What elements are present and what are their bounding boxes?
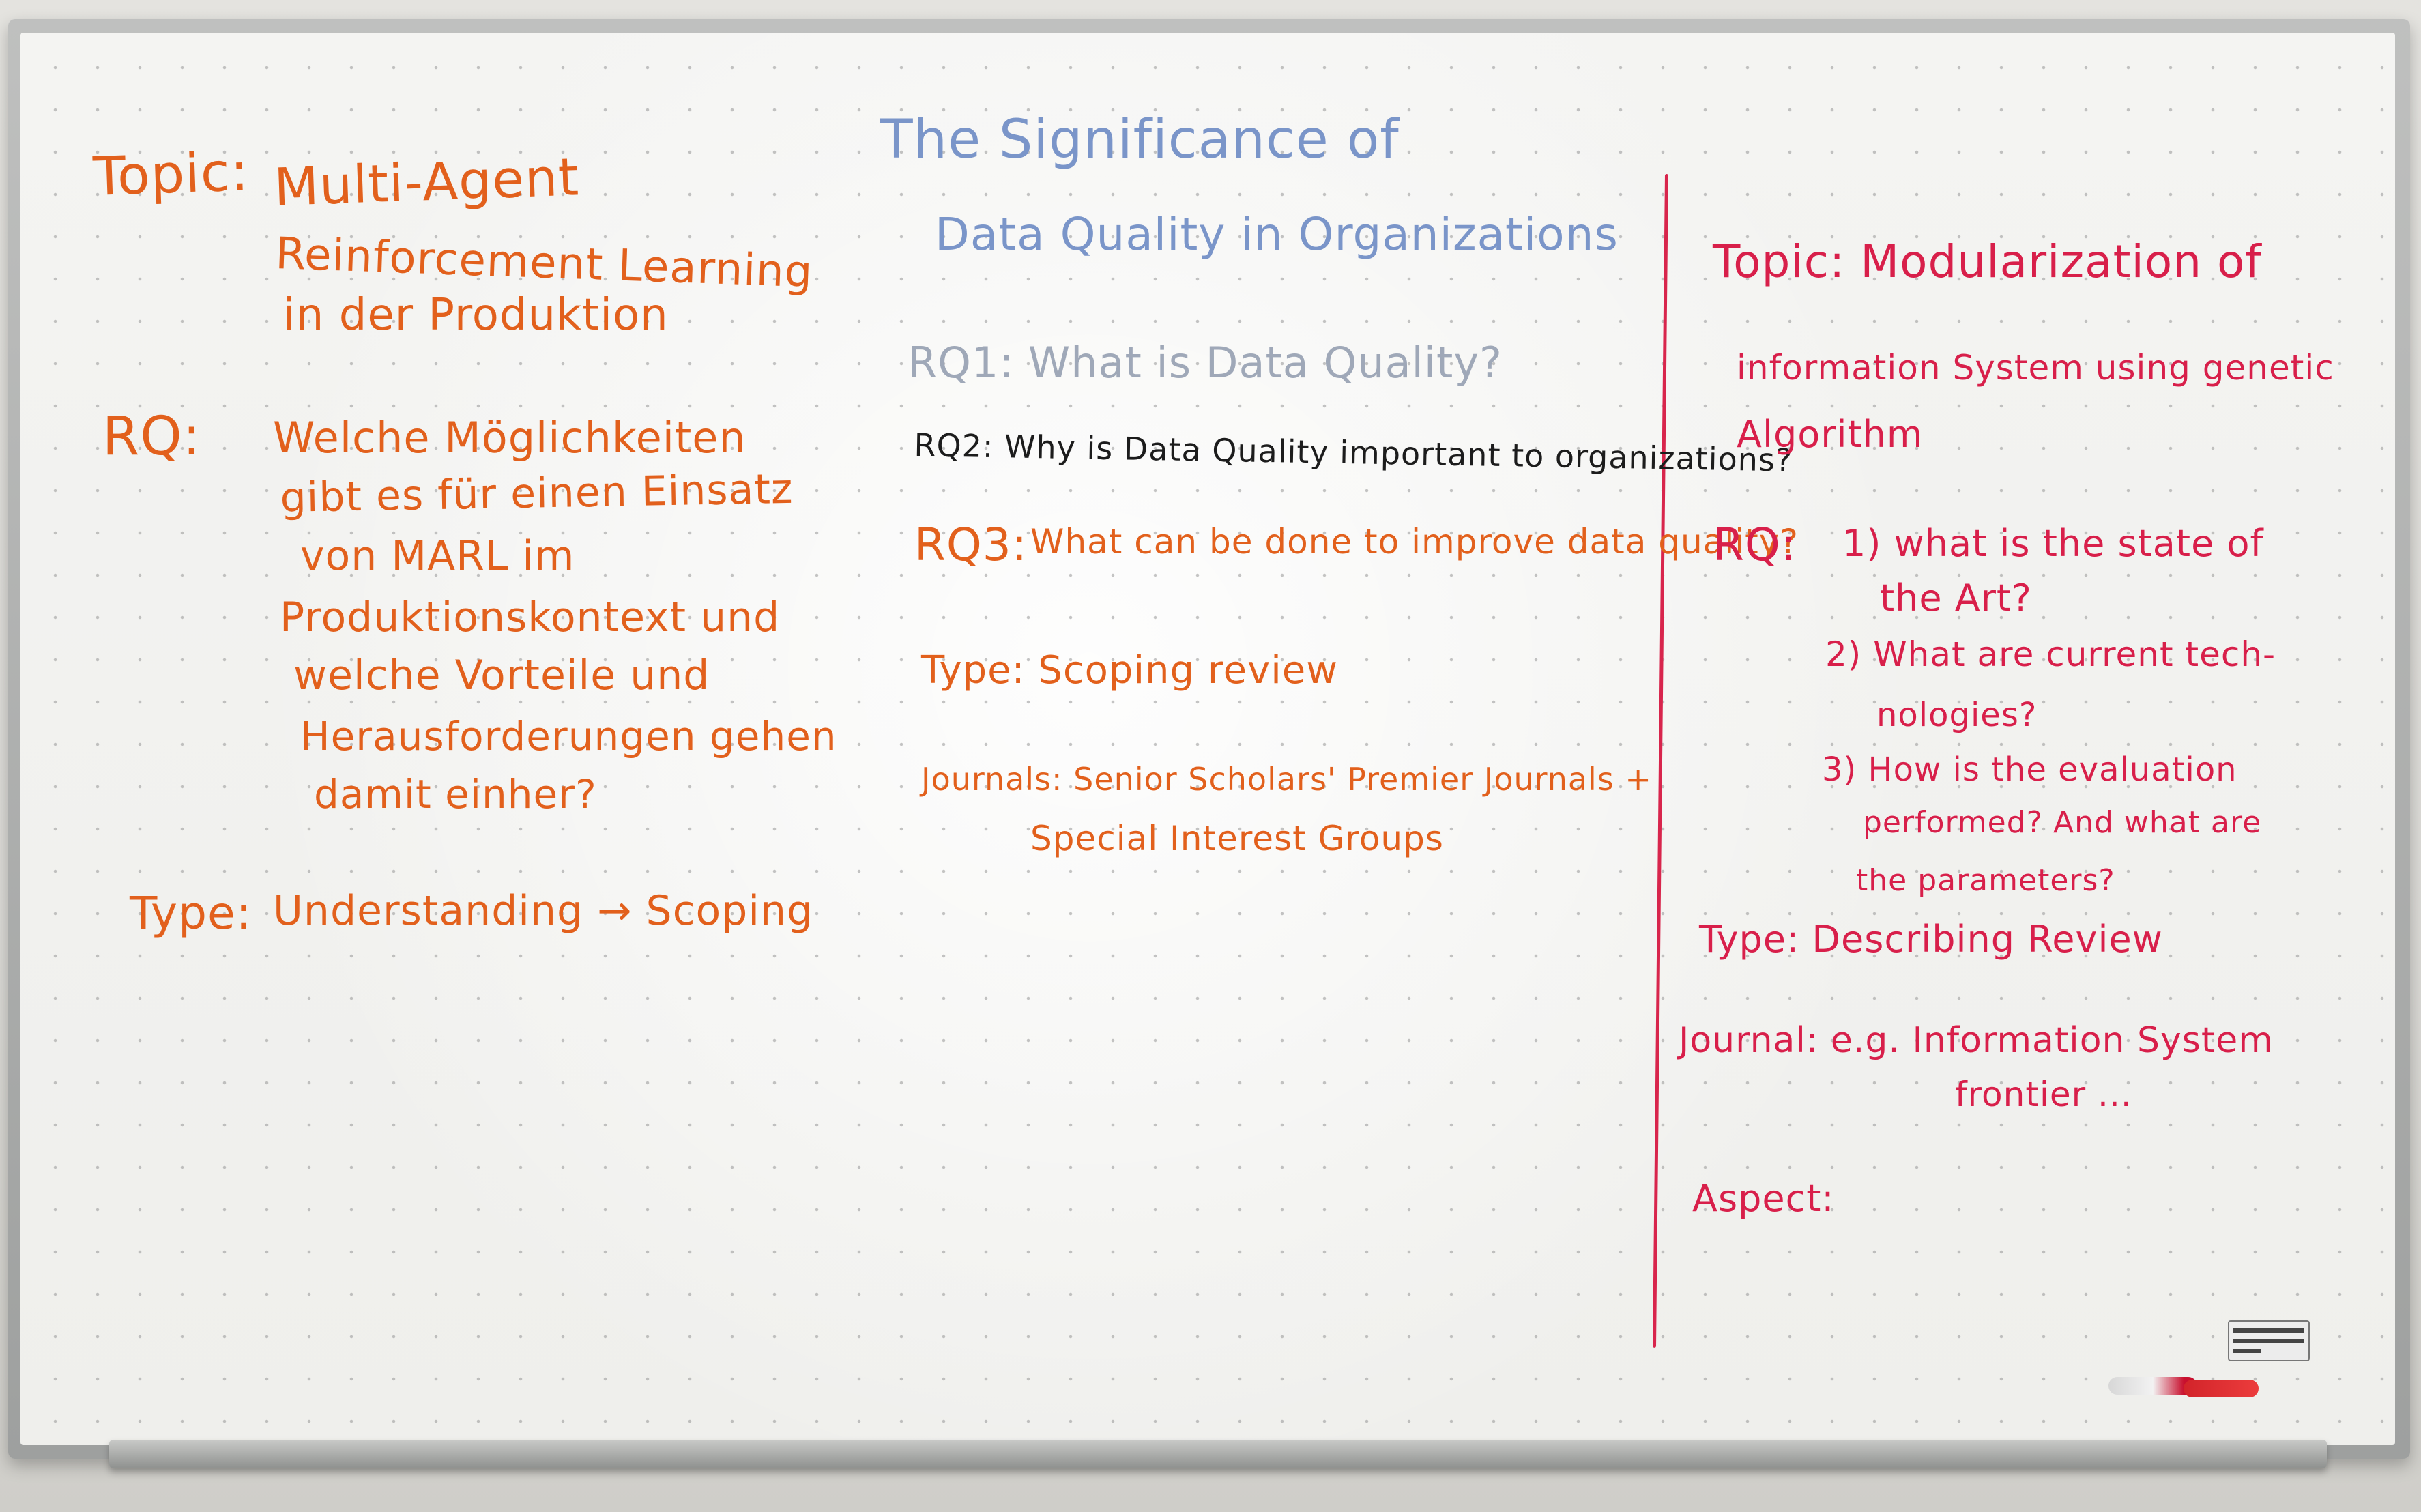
left-rq-line-6: Herausforderungen gehen <box>300 713 837 759</box>
left-topic-line-3: in der Produktion <box>283 290 669 340</box>
right-rq3-line-2: performed? And what are <box>1863 805 2262 840</box>
middle-journals-line-1: Journals: Senior Scholars' Premier Journ… <box>921 761 1652 798</box>
marker-pen-red[interactable] <box>2184 1380 2259 1397</box>
right-topic-line-2: information System using genetic <box>1737 348 2334 388</box>
right-rq-label: RQ: <box>1713 519 1797 571</box>
left-rq-line-5: welche Vorteile und <box>293 652 710 699</box>
left-rq-line-4: Produktionskontext und <box>280 594 781 641</box>
right-rq2-line-1: 2) What are current tech- <box>1825 635 2276 674</box>
left-rq-line-3: von MARL im <box>300 532 575 580</box>
right-topic-line-3: Algorithm <box>1737 413 1924 456</box>
right-rq2-line-2: nologies? <box>1876 696 2038 734</box>
right-rq1-line-2: the Art? <box>1880 577 2032 620</box>
right-rq1-line-1: 1) what is the state of <box>1842 522 2264 565</box>
left-topic-line-1: Multi-Agent <box>273 146 581 218</box>
left-rq-line-1: Welche Möglichkeiten <box>273 413 746 463</box>
right-journal-line-1: Journal: e.g. Information System <box>1679 1020 2274 1061</box>
middle-rq3-label: RQ3: <box>914 519 1028 571</box>
right-journal-line-2: frontier ... <box>1955 1075 2132 1114</box>
middle-title-line-2: Data Quality in Organizations <box>935 208 1619 261</box>
left-rq-line-2: gibt es für einen Einsatz <box>280 465 794 522</box>
middle-rq1: RQ1: What is Data Quality? <box>908 338 1503 388</box>
marker-tray <box>109 1440 2327 1468</box>
right-aspect: Aspect: <box>1692 1177 1835 1220</box>
manufacturer-badge <box>2228 1320 2310 1361</box>
right-rq3-line-3: the parameters? <box>1856 863 2115 898</box>
left-rq-label: RQ: <box>102 406 201 467</box>
middle-title-line-1: The Significance of <box>880 109 1400 171</box>
middle-rq3-text: What can be done to improve data quality… <box>1030 522 1799 562</box>
middle-type: Type: Scoping review <box>921 648 1339 693</box>
left-type-value: Understanding → Scoping <box>273 887 814 935</box>
marker-pen-white-red[interactable] <box>2108 1377 2197 1395</box>
middle-journals-line-2: Special Interest Groups <box>1030 819 1444 858</box>
right-rq3-line-1: 3) How is the evaluation <box>1822 751 2237 789</box>
right-type: Type: Describing Review <box>1699 918 2163 961</box>
dot-grid <box>20 33 2395 1445</box>
left-topic-label: Topic: <box>92 141 250 208</box>
whiteboard-surface <box>20 33 2395 1445</box>
right-topic-line-1: Topic: Modularization of <box>1713 235 2262 288</box>
left-rq-line-7: damit einher? <box>314 771 597 817</box>
left-type-label: Type: <box>130 887 252 940</box>
